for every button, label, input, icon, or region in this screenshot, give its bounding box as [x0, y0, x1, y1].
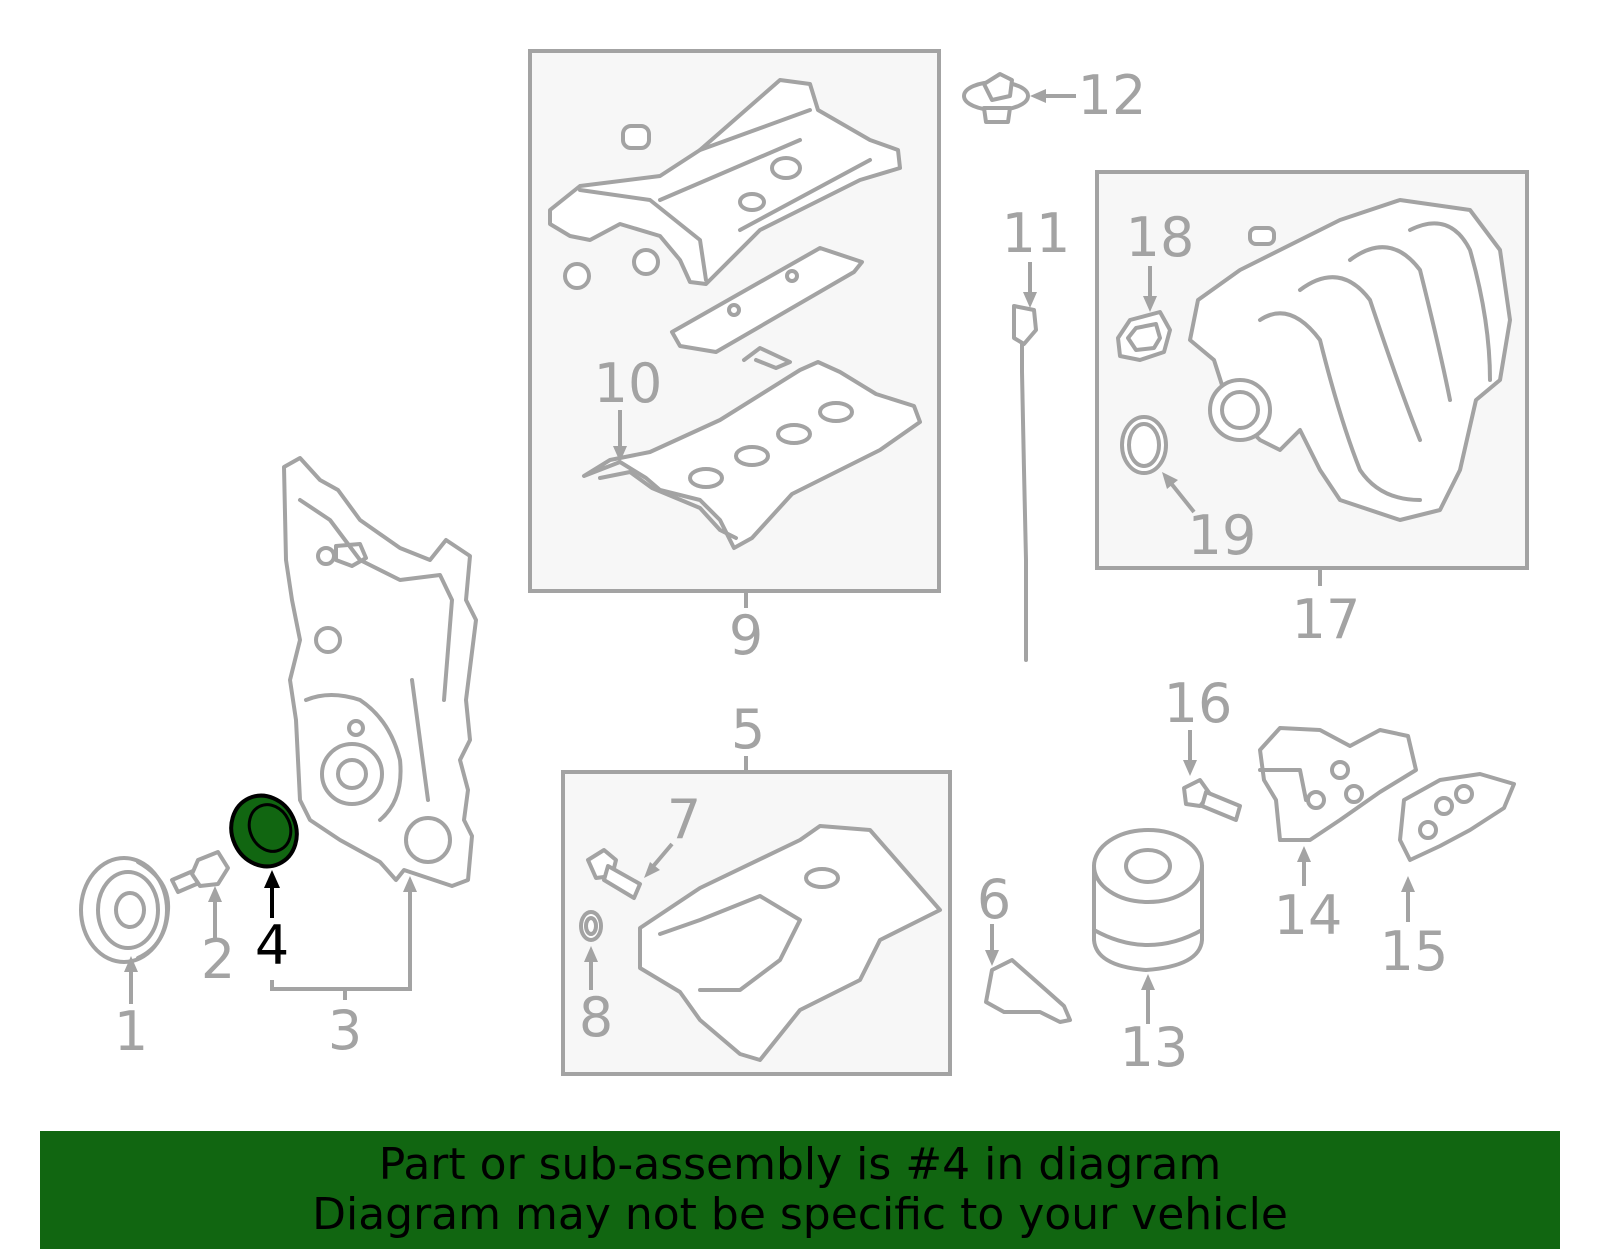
callout-7[interactable]: 7: [667, 788, 701, 851]
callout-18[interactable]: 18: [1126, 206, 1195, 269]
o-ring-gasket[interactable]: [1120, 415, 1168, 475]
callout-8[interactable]: 8: [579, 986, 613, 1049]
oil-dipstick[interactable]: [1012, 304, 1038, 662]
valve-cover-gasket-strip[interactable]: [670, 246, 864, 354]
oil-pan[interactable]: [638, 824, 942, 1062]
banner-line-2: Diagram may not be specific to your vehi…: [312, 1189, 1288, 1240]
banner-line-1: Part or sub-assembly is #4 in diagram: [378, 1139, 1222, 1190]
callout-6[interactable]: 6: [977, 868, 1011, 931]
drain-plug-bolt[interactable]: [586, 848, 642, 900]
callout-numbers: 1 2 3 4 5 6 7 8 9 10 11 12 13 14 15 16 1…: [114, 64, 1449, 1079]
callout-19[interactable]: 19: [1188, 504, 1257, 567]
callout-17[interactable]: 17: [1292, 588, 1361, 651]
callout-1[interactable]: 1: [114, 1000, 148, 1063]
oil-filler-cap[interactable]: [962, 72, 1030, 124]
valve-cover-gasket[interactable]: [582, 360, 922, 550]
leader-lines: [124, 89, 1415, 1024]
oil-filter-housing[interactable]: [1258, 726, 1418, 842]
callout-11[interactable]: 11: [1002, 202, 1071, 265]
valve-cover[interactable]: [548, 78, 902, 290]
callout-13[interactable]: 13: [1120, 1016, 1189, 1079]
oil-level-sensor[interactable]: [984, 958, 1072, 1024]
callout-2[interactable]: 2: [201, 928, 235, 991]
callout-12[interactable]: 12: [1078, 64, 1147, 127]
callout-3[interactable]: 3: [328, 999, 362, 1062]
intake-manifold[interactable]: [1188, 198, 1512, 522]
pulley-bolt[interactable]: [170, 850, 230, 894]
oil-cooler-bolt[interactable]: [1182, 778, 1242, 822]
callout-14[interactable]: 14: [1274, 884, 1343, 947]
oil-filter[interactable]: [1092, 828, 1204, 972]
info-banner: Part or sub-assembly is #4 in diagram Di…: [40, 1131, 1560, 1249]
small-gasket-clip[interactable]: [742, 346, 792, 370]
callout-15[interactable]: 15: [1380, 920, 1449, 983]
oil-filter-housing-gasket[interactable]: [1398, 772, 1516, 862]
callout-5[interactable]: 5: [731, 698, 765, 761]
throttle-body-gasket[interactable]: [1116, 310, 1172, 362]
callout-16[interactable]: 16: [1164, 672, 1233, 735]
crankshaft-pulley[interactable]: [79, 856, 171, 964]
callout-9[interactable]: 9: [729, 604, 763, 667]
front-crankshaft-seal-highlighted[interactable]: [220, 785, 308, 877]
callout-10[interactable]: 10: [594, 352, 663, 415]
drain-plug-washer[interactable]: [579, 910, 603, 942]
timing-cover[interactable]: [282, 456, 478, 888]
callout-4-highlighted[interactable]: 4: [255, 914, 289, 977]
